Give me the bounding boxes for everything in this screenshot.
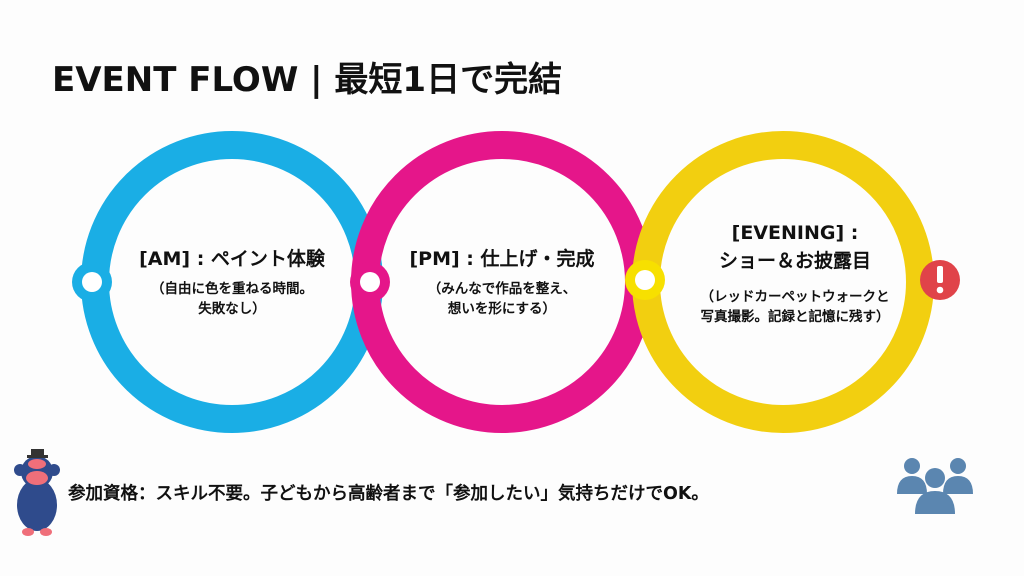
step-am-heading: [AM] : ペイント体験 [139,248,325,270]
eligibility-note: 参加資格：スキル不要。子どもから高齢者まで「参加したい」気持ちだけでOK。 [68,484,709,504]
people-group-icon [897,458,973,514]
step-am-desc-1: （自由に色を重ねる時間。 [151,281,313,297]
alert-icon [920,260,960,300]
step-evening-desc-1: （レッドカーペットウォークと [700,289,890,305]
mascot-icon [14,449,60,536]
node-am-icon [72,262,112,302]
page-title: EVENT FLOW | 最短1日で完結 [52,60,563,100]
step-evening: [EVENING] : ショー＆お披露目 （レッドカーペットウォークと 写真撮影… [680,222,910,327]
step-evening-desc-2: 写真撮影。記録と記憶に残す） [700,309,890,325]
step-pm-desc-2: 想いを形にする） [447,301,557,317]
node-evening-icon [625,260,665,300]
step-pm: [PM] : 仕上げ・完成 （みんなで作品を整え、 想いを形にする） [392,244,612,319]
step-am: [AM] : ペイント体験 （自由に色を重ねる時間。 失敗なし） [122,244,342,319]
step-evening-heading-2: ショー＆お披露目 [718,250,871,272]
step-am-desc-2: 失敗なし） [198,301,266,317]
step-pm-heading: [PM] : 仕上げ・完成 [409,248,595,270]
node-pm-icon [350,262,390,302]
step-evening-heading: [EVENING] : [731,222,859,244]
step-pm-desc-1: （みんなで作品を整え、 [427,281,577,297]
